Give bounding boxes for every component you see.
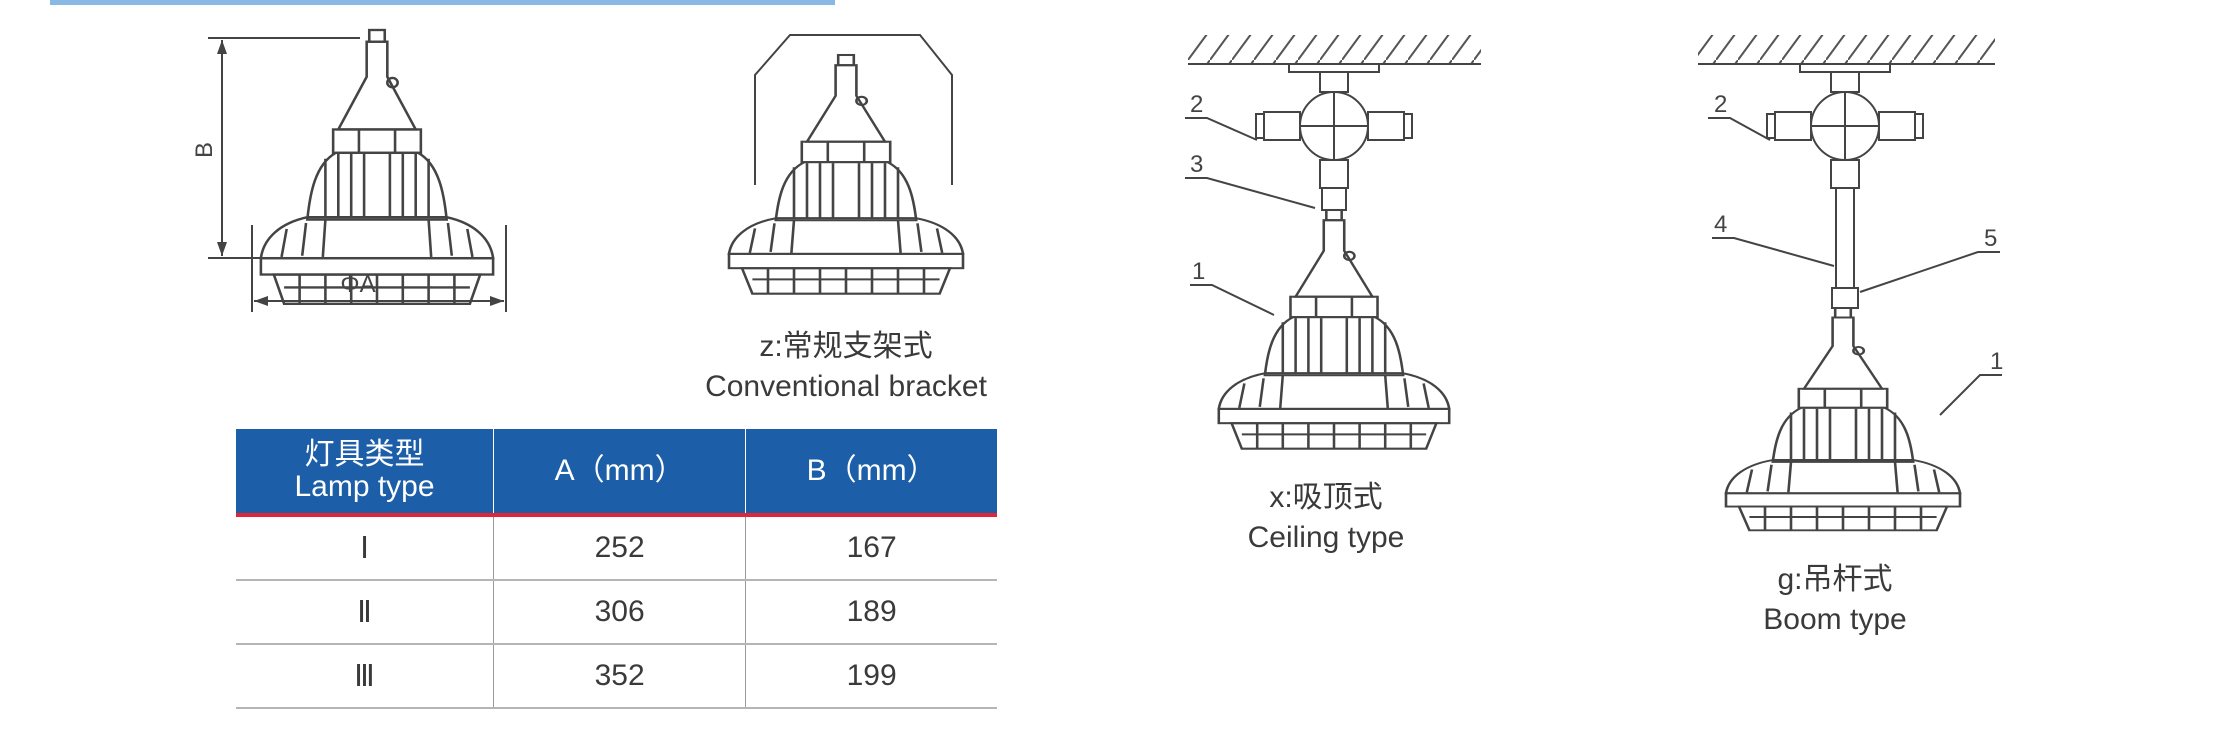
cut-off-heading-strip	[50, 0, 835, 5]
bracket-caption: z:常规支架式 Conventional bracket	[646, 327, 1046, 407]
ceiling-type-drawing	[1185, 35, 1481, 450]
callout-ceiling-3: 3	[1190, 151, 1203, 178]
bracket-lamp-drawing	[727, 34, 965, 295]
bracket-caption-en: Conventional bracket	[705, 370, 987, 403]
callout-boom-5: 5	[1984, 225, 1997, 252]
table-header-row: 灯具类型 Lamp type A（mm） B（mm）	[236, 429, 997, 517]
table-row: Ⅱ 306 189	[236, 580, 997, 645]
callout-ceiling-1: 1	[1192, 258, 1205, 285]
bracket-caption-cn: z:常规支架式	[759, 330, 933, 363]
header-lamp-type-cn: 灯具类型	[304, 438, 425, 471]
ceiling-caption: x:吸顶式 Ceiling type	[1126, 478, 1526, 558]
dimensioned-lamp-drawing	[208, 28, 507, 312]
table-row: Ⅰ 252 167	[236, 515, 997, 581]
boom-type-drawing	[1698, 35, 2002, 532]
table-row: Ⅲ 352 199	[236, 644, 997, 709]
header-lamp-type-en: Lamp type	[294, 470, 435, 503]
header-a-mm: A（mm）	[492, 429, 746, 517]
cell-a: 306	[492, 580, 746, 645]
callout-boom-2: 2	[1714, 91, 1727, 118]
boom-caption: g:吊杆式 Boom type	[1635, 560, 2035, 640]
cell-b: 167	[745, 515, 997, 581]
cell-type: Ⅲ	[236, 644, 494, 709]
cell-b: 199	[745, 644, 997, 709]
cell-a: 352	[492, 644, 746, 709]
cell-b: 189	[745, 580, 997, 645]
callout-ceiling-2: 2	[1190, 91, 1203, 118]
header-b-mm: B（mm）	[745, 429, 997, 517]
dimension-label-a: ΦA	[340, 271, 375, 298]
callout-boom-1: 1	[1990, 348, 2003, 375]
cell-type: Ⅱ	[236, 580, 494, 645]
ceiling-caption-en: Ceiling type	[1247, 521, 1405, 554]
dimension-table: 灯具类型 Lamp type A（mm） B（mm） Ⅰ 252 167 Ⅱ 3…	[236, 429, 997, 709]
dimension-label-b: B	[191, 142, 218, 158]
boom-caption-cn: g:吊杆式	[1777, 563, 1893, 596]
cell-type: Ⅰ	[236, 515, 494, 581]
ceiling-caption-cn: x:吸顶式	[1269, 481, 1383, 514]
callout-boom-4: 4	[1714, 211, 1727, 238]
header-lamp-type: 灯具类型 Lamp type	[236, 429, 494, 517]
boom-caption-en: Boom type	[1763, 603, 1907, 636]
cell-a: 252	[492, 515, 746, 581]
